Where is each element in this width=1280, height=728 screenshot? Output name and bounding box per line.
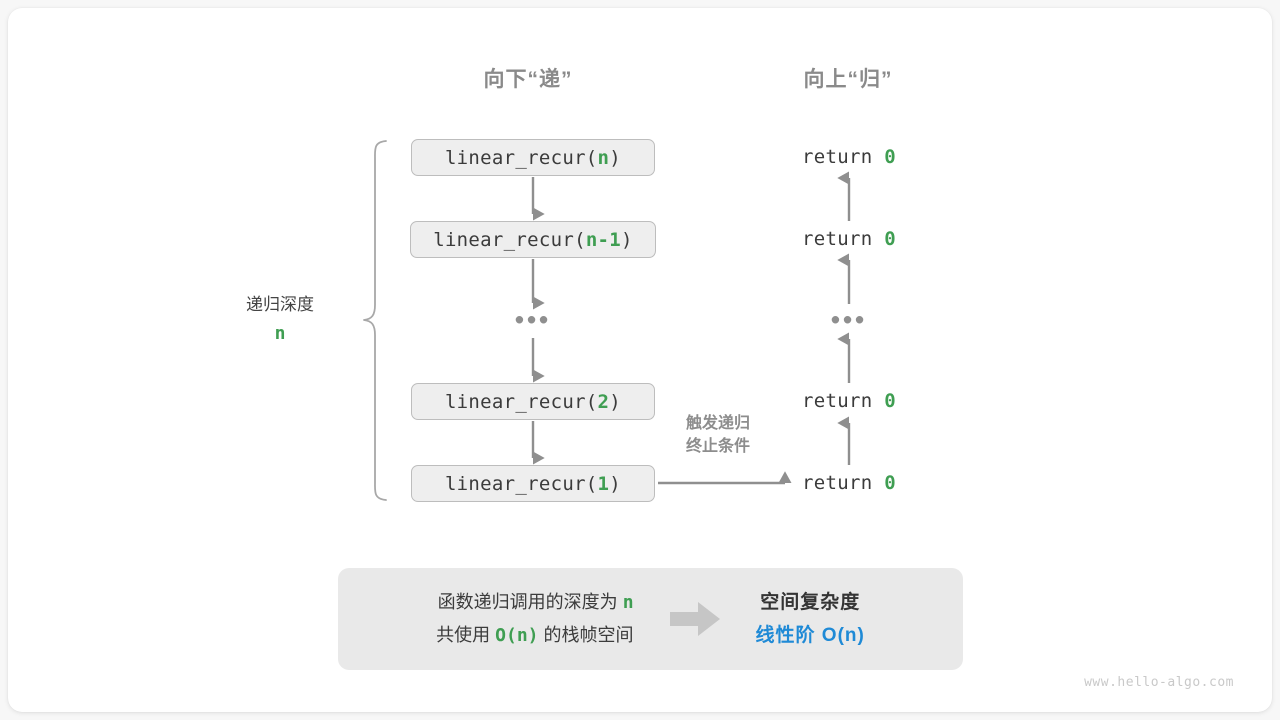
summary-premise-line-2: 共使用 O(n) 的栈帧空间 [436,619,633,652]
summary-arrow-icon [668,599,722,639]
return-value: 0 [884,228,896,250]
return-value: 0 [884,472,896,494]
summary-premise-value-2: O(n) [495,625,539,646]
call-frame-name: linear_recur( [444,472,598,495]
recursion-depth-label: 递归深度 [246,295,314,314]
summary-conclusion-value: 线性阶 O(n) [755,625,865,646]
call-frame-close: ) [609,472,622,495]
call-frame-box[interactable]: linear_recur(n-1) [410,221,656,258]
summary-premise-text-3: 的栈帧空间 [543,625,634,645]
call-frame-arg: n [597,146,610,169]
termination-note-line-2: 终止条件 [685,438,751,456]
summary-conclusion: 空间复杂度 线性阶 O(n) [756,586,865,653]
summary-premise-line-1: 函数递归调用的深度为 n [436,586,634,619]
return-statement: return 0 [802,228,896,250]
call-frame-name: linear_recur( [433,228,586,251]
call-frame-close: ) [621,228,633,251]
call-frame-name: linear_recur( [444,390,598,413]
return-keyword: return [802,390,873,412]
call-frame-close: ) [609,390,622,413]
call-stack-ellipsis: ••• [514,304,552,335]
call-frame-arg: 1 [597,472,610,495]
call-frame-box[interactable]: linear_recur(1) [411,465,655,502]
return-keyword: return [802,146,873,168]
depth-brace [363,140,387,501]
return-statement: return 0 [802,390,896,412]
return-keyword: return [802,472,873,494]
column-heading-descend: 向下“递” [483,68,573,91]
call-frame-box[interactable]: linear_recur(2) [411,383,655,420]
return-statement: return 0 [802,146,896,168]
complexity-summary-panel: 函数递归调用的深度为 n 共使用 O(n) 的栈帧空间 空间复杂度 线性阶 O(… [338,568,963,670]
figure-card: 向下“递” 向上“归” [8,8,1272,712]
return-statement: return 0 [802,472,896,494]
termination-note-line-1: 触发递归 [685,415,751,432]
summary-premise: 函数递归调用的深度为 n 共使用 O(n) 的栈帧空间 [436,586,633,653]
summary-premise-text-2: 共使用 [436,625,491,645]
return-keyword: return [802,228,873,250]
call-frame-close: ) [609,146,622,169]
return-stack-ellipsis: ••• [830,304,868,335]
termination-condition-note: 触发递归 终止条件 [686,412,750,458]
summary-premise-value-1: n [622,591,634,613]
recursion-depth-annotation: 递归深度 n [200,291,360,349]
call-frame-arg: n-1 [585,228,622,251]
return-value: 0 [884,390,896,412]
summary-premise-text-1: 函数递归调用的深度为 [437,591,618,612]
return-value: 0 [884,146,896,168]
column-heading-ascend: 向上“归” [803,68,893,91]
site-watermark: www.hello-algo.com [1084,675,1234,690]
summary-conclusion-title: 空间复杂度 [760,591,861,613]
call-frame-box[interactable]: linear_recur(n) [411,139,655,176]
call-frame-arg: 2 [597,390,610,413]
recursion-depth-value: n [274,323,286,345]
call-frame-name: linear_recur( [444,146,598,169]
